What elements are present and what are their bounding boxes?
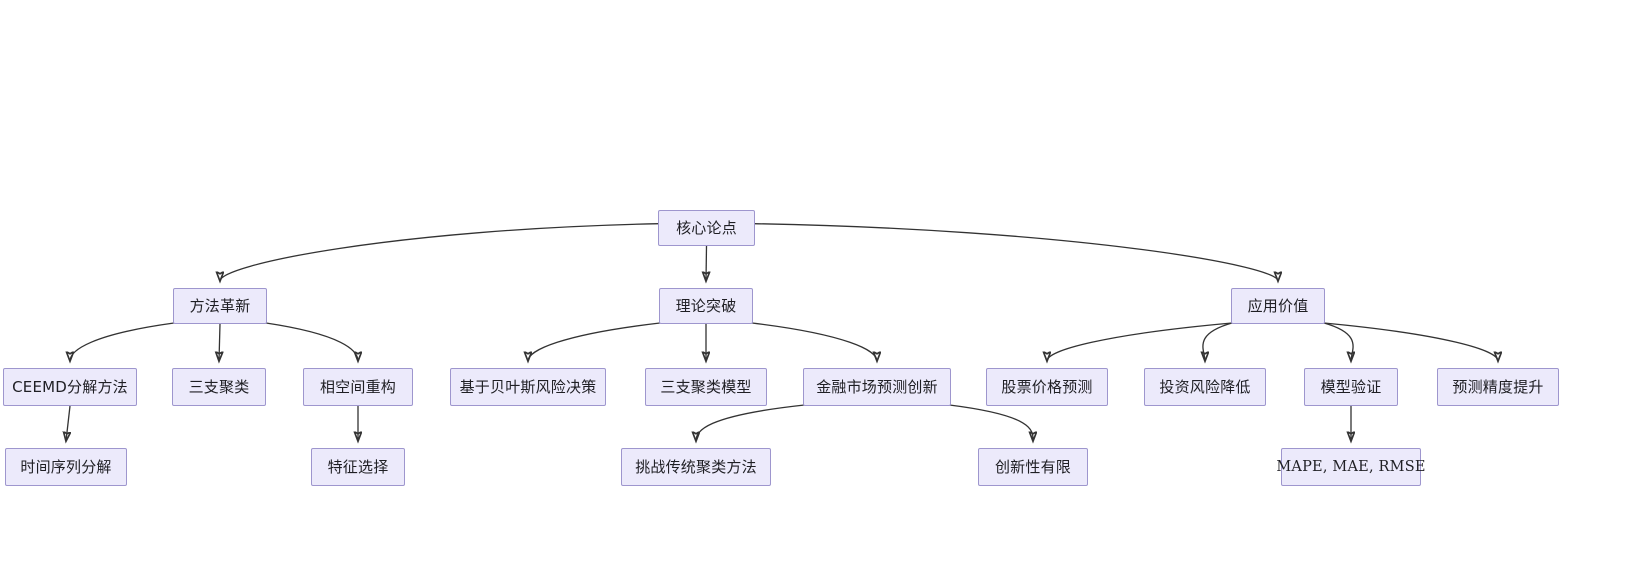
mindmap-node-c8[interactable]: 投资风险降低 <box>1144 368 1266 406</box>
mindmap-node-c5[interactable]: 三支聚类模型 <box>645 368 767 406</box>
mindmap-node-c6[interactable]: 金融市场预测创新 <box>803 368 951 406</box>
mindmap-node-d1[interactable]: 时间序列分解 <box>5 448 127 486</box>
node-label: 方法革新 <box>189 296 251 315</box>
mindmap-node-b3[interactable]: 应用价值 <box>1231 288 1325 324</box>
mindmap-node-c10[interactable]: 预测精度提升 <box>1437 368 1559 406</box>
node-label: 特征选择 <box>327 457 389 476</box>
node-label: MAPE, MAE, RMSE <box>1276 458 1426 475</box>
node-label: 三支聚类 <box>188 377 250 396</box>
mindmap-node-c9[interactable]: 模型验证 <box>1304 368 1398 406</box>
mindmap-node-c4[interactable]: 基于贝叶斯风险决策 <box>450 368 606 406</box>
node-label: 金融市场预测创新 <box>816 377 938 396</box>
mindmap-node-b1[interactable]: 方法革新 <box>173 288 267 324</box>
node-label: 核心论点 <box>676 218 737 237</box>
node-label: CEEMD分解方法 <box>12 377 128 396</box>
node-label: 三支聚类模型 <box>660 377 752 396</box>
mindmap-node-d5[interactable]: MAPE, MAE, RMSE <box>1276 448 1425 486</box>
mindmap-node-c3[interactable]: 相空间重构 <box>303 368 413 406</box>
mindmap-node-b2[interactable]: 理论突破 <box>659 288 753 324</box>
node-label: 挑战传统聚类方法 <box>635 457 757 476</box>
node-label: 创新性有限 <box>994 457 1071 476</box>
mindmap-node-d3[interactable]: 挑战传统聚类方法 <box>621 448 771 486</box>
node-label: 时间序列分解 <box>20 457 112 476</box>
node-label: 应用价值 <box>1247 296 1309 315</box>
node-label: 模型验证 <box>1320 377 1382 396</box>
node-label: 基于贝叶斯风险决策 <box>459 377 597 396</box>
mindmap-node-d2[interactable]: 特征选择 <box>311 448 405 486</box>
mindmap-node-d4[interactable]: 创新性有限 <box>978 448 1088 486</box>
mindmap-node-root[interactable]: 核心论点 <box>658 210 755 246</box>
mindmap-node-c7[interactable]: 股票价格预测 <box>986 368 1108 406</box>
node-label: 相空间重构 <box>319 377 396 396</box>
mindmap-node-c1[interactable]: CEEMD分解方法 <box>3 368 137 406</box>
node-label: 股票价格预测 <box>1001 377 1093 396</box>
node-label: 预测精度提升 <box>1452 377 1544 396</box>
node-label: 投资风险降低 <box>1159 377 1251 396</box>
node-label: 理论突破 <box>675 296 737 315</box>
mindmap-node-c2[interactable]: 三支聚类 <box>172 368 266 406</box>
